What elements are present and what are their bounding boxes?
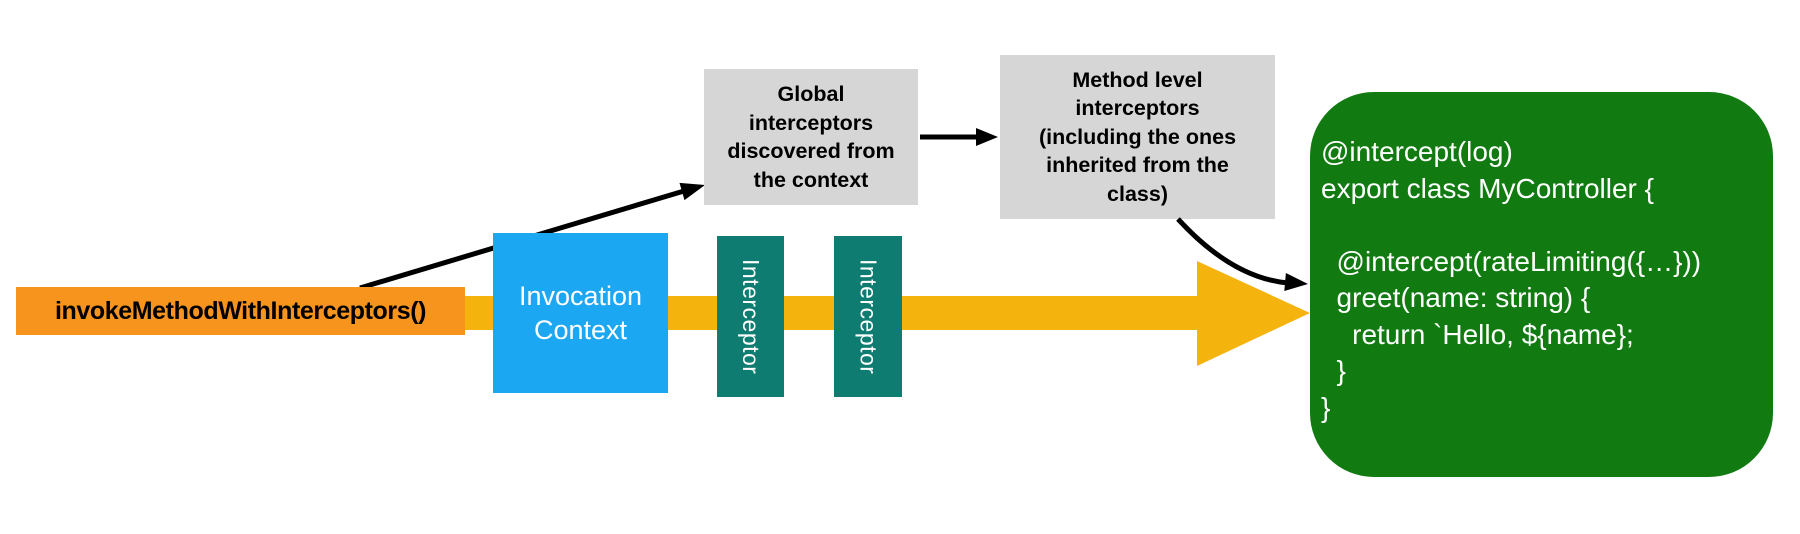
arrow-method-to-code bbox=[1176, 217, 1308, 291]
method-interceptors-note: Method level interceptors (including the… bbox=[1000, 55, 1275, 219]
global-interceptors-note: Global interceptors discovered from the … bbox=[704, 69, 918, 205]
method-interceptors-label: Method level interceptors (including the… bbox=[1038, 67, 1237, 206]
interceptor-box-1: Interceptor bbox=[717, 236, 784, 397]
arrow-global-to-method bbox=[920, 128, 998, 146]
interceptor-box-2: Interceptor bbox=[834, 236, 902, 397]
interceptor-label-2: Interceptor bbox=[855, 258, 882, 375]
controller-code: @intercept(log) export class MyControlle… bbox=[1321, 136, 1702, 423]
interceptor-label-1: Interceptor bbox=[738, 258, 764, 375]
flow-arrow bbox=[455, 261, 1310, 366]
global-interceptors-label: Global interceptors discovered from the … bbox=[727, 82, 895, 192]
invoke-method-box: invokeMethodWithInterceptors() bbox=[16, 287, 465, 335]
invoke-method-label: invokeMethodWithInterceptors() bbox=[54, 296, 427, 325]
arrow-invoke-to-global bbox=[359, 182, 705, 291]
invocation-context-box: Invocation Context bbox=[493, 233, 668, 393]
invocation-context-label: Invocation Context bbox=[518, 281, 643, 345]
controller-code-box: @intercept(log) export class MyControlle… bbox=[1310, 92, 1773, 477]
